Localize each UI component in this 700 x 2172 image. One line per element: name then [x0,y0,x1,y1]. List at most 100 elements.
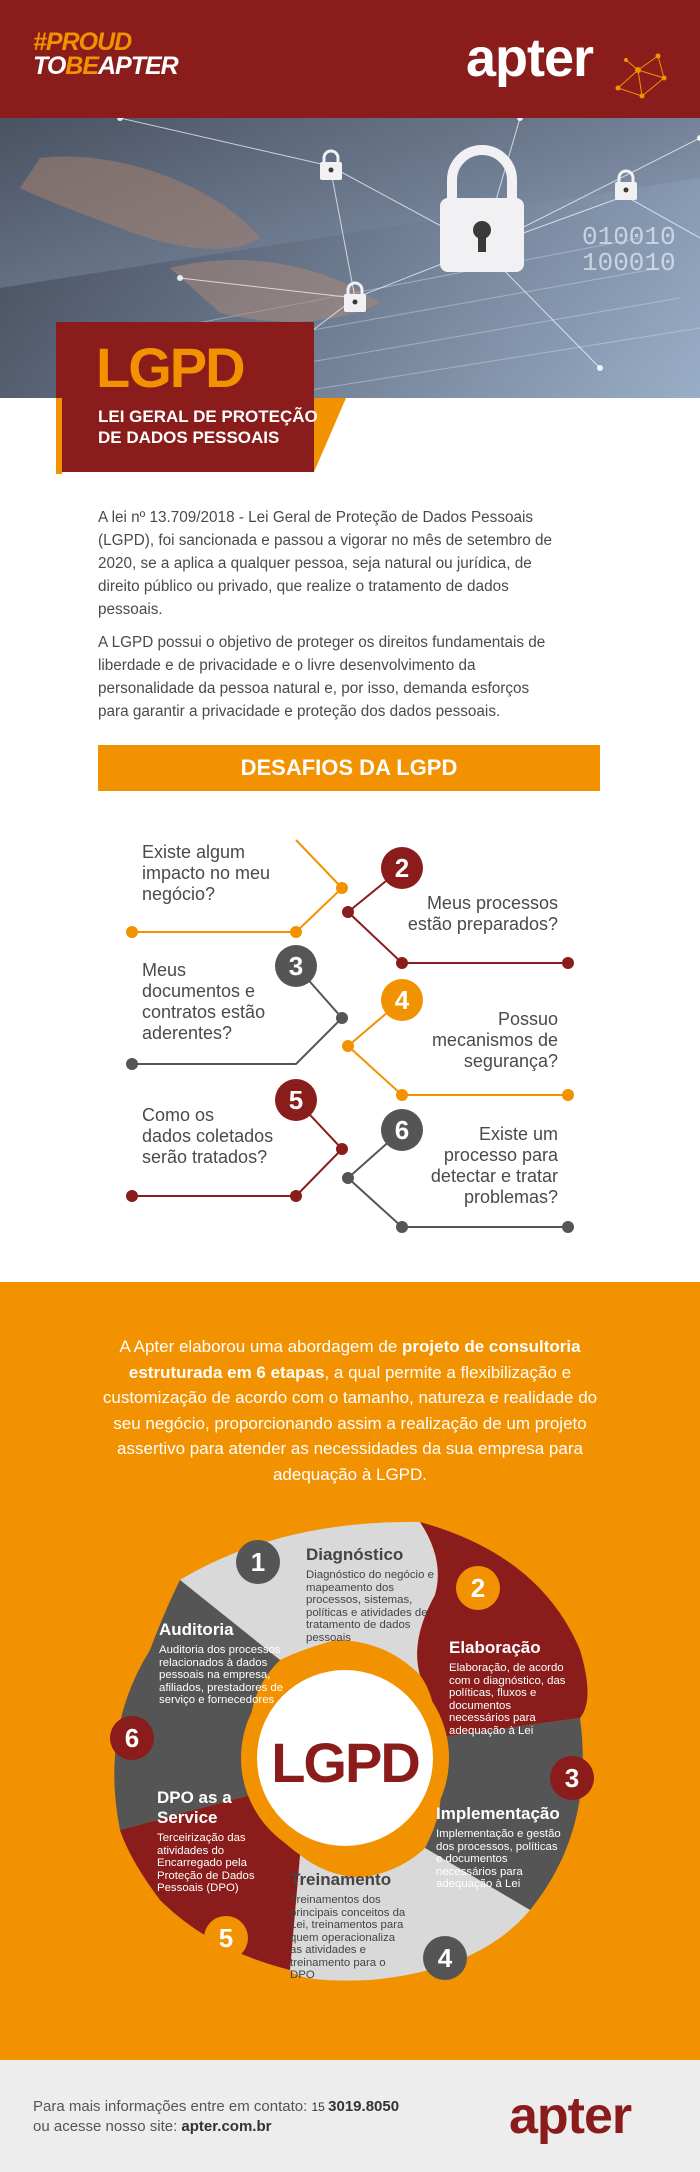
step-elaboracao: Elaboração Elaboração, de acordo com o d… [449,1638,569,1737]
question-5-line: dados coletados [142,1126,274,1146]
desafios-title: DESAFIOS DA LGPD [98,745,600,791]
step-4-title: Treinamento [290,1870,392,1889]
six-step-wheel: LGPD 1 2 3 4 5 6 [110,1521,594,1981]
question-4-line: Possuo [497,1009,558,1029]
question-6-line: problemas? [463,1187,558,1207]
badge-2 [381,847,423,889]
node-dot [126,1058,138,1070]
step-4-desc: Treinamentos dos principais conceitos da… [290,1894,406,1981]
hero-subtitle: LEI GERAL DE PROTEÇÃO DE DADOS PESSOAIS [98,407,318,447]
node-dot [396,957,408,969]
center-disc [257,1670,433,1846]
step-2-number: 2 [471,1573,485,1603]
footer-line-2: ou acesse nosso site: [33,2118,182,2135]
proud-to-be-apter-tag: #PROUD TOBEAPTER [33,28,179,80]
footer-ddd: 15 [311,2100,329,2114]
question-1-line: negócio? [142,884,216,904]
badge-4-number: 4 [395,985,410,1015]
intro-paragraph-1: A lei nº 13.709/2018 - Lei Geral de Prot… [98,509,553,618]
step-1-title: Diagnóstico [306,1545,404,1564]
question-4-line: mecanismos de [431,1030,558,1050]
node-dot [342,1040,354,1052]
question-3-line: Meus [142,960,187,980]
question-3-line: documentos e [142,981,256,1001]
question-2-line: Meus processos [426,893,558,913]
segment-auditoria [114,1580,281,1830]
question-6-line: processo para [443,1145,558,1165]
node-dot [342,1172,354,1184]
footer-site-link[interactable]: apter.com.br [181,2118,272,2135]
step-diagnostico: Diagnóstico Diagnóstico do negócio e map… [306,1545,442,1644]
footer-phone-line: Para mais informações entre em contato: … [33,2097,399,2117]
network-icon [615,53,667,99]
segment-dpo [120,1795,300,1970]
question-1: Existe algum impacto no meu negócio? [142,842,270,905]
segment-treinamento [290,1848,530,1981]
step-3-title: Implementação [436,1804,560,1823]
question-5: Como os dados coletados serão tratados? [142,1105,273,1168]
apter-logo: apter [466,28,594,88]
step-6-desc: Auditoria dos processos relacionados à d… [159,1644,284,1706]
step-1-badge [236,1540,280,1584]
footer-line-1: Para mais informações entre em contato: [33,2098,312,2115]
question-1-line: Existe algum [142,842,246,862]
node-dot [396,1089,408,1101]
question-3-line: aderentes? [142,1023,233,1043]
approach-text-b: , a qual permite a flexibilização e cust… [102,1362,598,1484]
question-4-line: segurança? [463,1051,558,1071]
approach-text-bold: projeto de consultoria estruturada em 6 … [128,1337,581,1382]
step-treinamento: Treinamento Treinamentos dos principais … [290,1870,410,1982]
question-1-line: impacto no meu [142,863,271,883]
node-dot [562,1221,574,1233]
desafios-diagram: 2 3 4 5 6 [126,839,574,1233]
badge-2-number: 2 [395,853,409,883]
step-4-badge [423,1936,467,1980]
step-6-number: 6 [125,1723,139,1753]
tag-to: TO [33,52,66,80]
step-1-number: 1 [251,1547,265,1577]
tag-line-2: TOBEAPTER [33,52,179,80]
approach-text: A Apter elaborou uma abordagem de projet… [90,1334,610,1487]
node-dot [126,926,138,938]
question-2-line: estão preparados? [407,914,558,934]
hero-illustration: 010010 100010 [0,118,700,398]
badge-3 [275,945,317,987]
question-3: Meus documentos e contratos estão aderen… [142,960,265,1044]
footer-site-line: ou acesse nosso site: apter.com.br [33,2117,399,2137]
step-3-number: 3 [565,1763,579,1793]
step-6-title: Auditoria [159,1620,234,1639]
hero-title: LGPD [96,336,246,399]
node-dot [342,906,354,918]
step-5-title: DPO as a Service [157,1788,232,1827]
tag-apter: APTER [98,52,179,80]
question-5-line: serão tratados? [142,1147,268,1167]
step-2-desc: Elaboração, de acordo com o diagnóstico,… [449,1662,566,1737]
node-dot [290,926,302,938]
badge-6-number: 6 [395,1115,409,1145]
tag-be: BE [65,52,99,80]
padlock-icon-large [440,145,524,272]
segment-implementacao [425,1718,583,1910]
badge-5-number: 5 [289,1085,303,1115]
tag-line-1: #PROUD [33,28,132,56]
question-6-line: detectar e tratar [430,1166,558,1186]
footer-phone: 3019.8050 [328,2098,400,2115]
question-5-line: Como os [142,1105,215,1125]
intro-paragraph-2: A LGPD possui o objetivo de proteger os … [98,634,546,720]
question-2: Meus processos estão preparados? [380,893,558,935]
step-auditoria: Auditoria Auditoria dos processos relaci… [159,1620,289,1707]
question-3-line: contratos estão [142,1002,266,1022]
step-6-badge [110,1716,154,1760]
intro-text: A lei nº 13.709/2018 - Lei Geral de Prot… [98,506,558,733]
step-5-desc: Terceirização das atividades do Encarreg… [157,1832,255,1894]
binary-code-1: 010010 [582,222,676,252]
question-4: Possuo mecanismos de segurança? [380,1009,558,1072]
question-6-line: Existe um [478,1124,558,1144]
center-label: LGPD [271,1731,419,1794]
footer-apter-logo: apter [509,2087,632,2145]
step-3-desc: Implementação e gestão dos processos, po… [436,1828,561,1890]
step-2-title: Elaboração [449,1638,541,1657]
question-6: Existe um processo para detectar e trata… [380,1124,558,1208]
binary-code-2: 100010 [582,248,676,278]
badge-6 [381,1109,423,1151]
